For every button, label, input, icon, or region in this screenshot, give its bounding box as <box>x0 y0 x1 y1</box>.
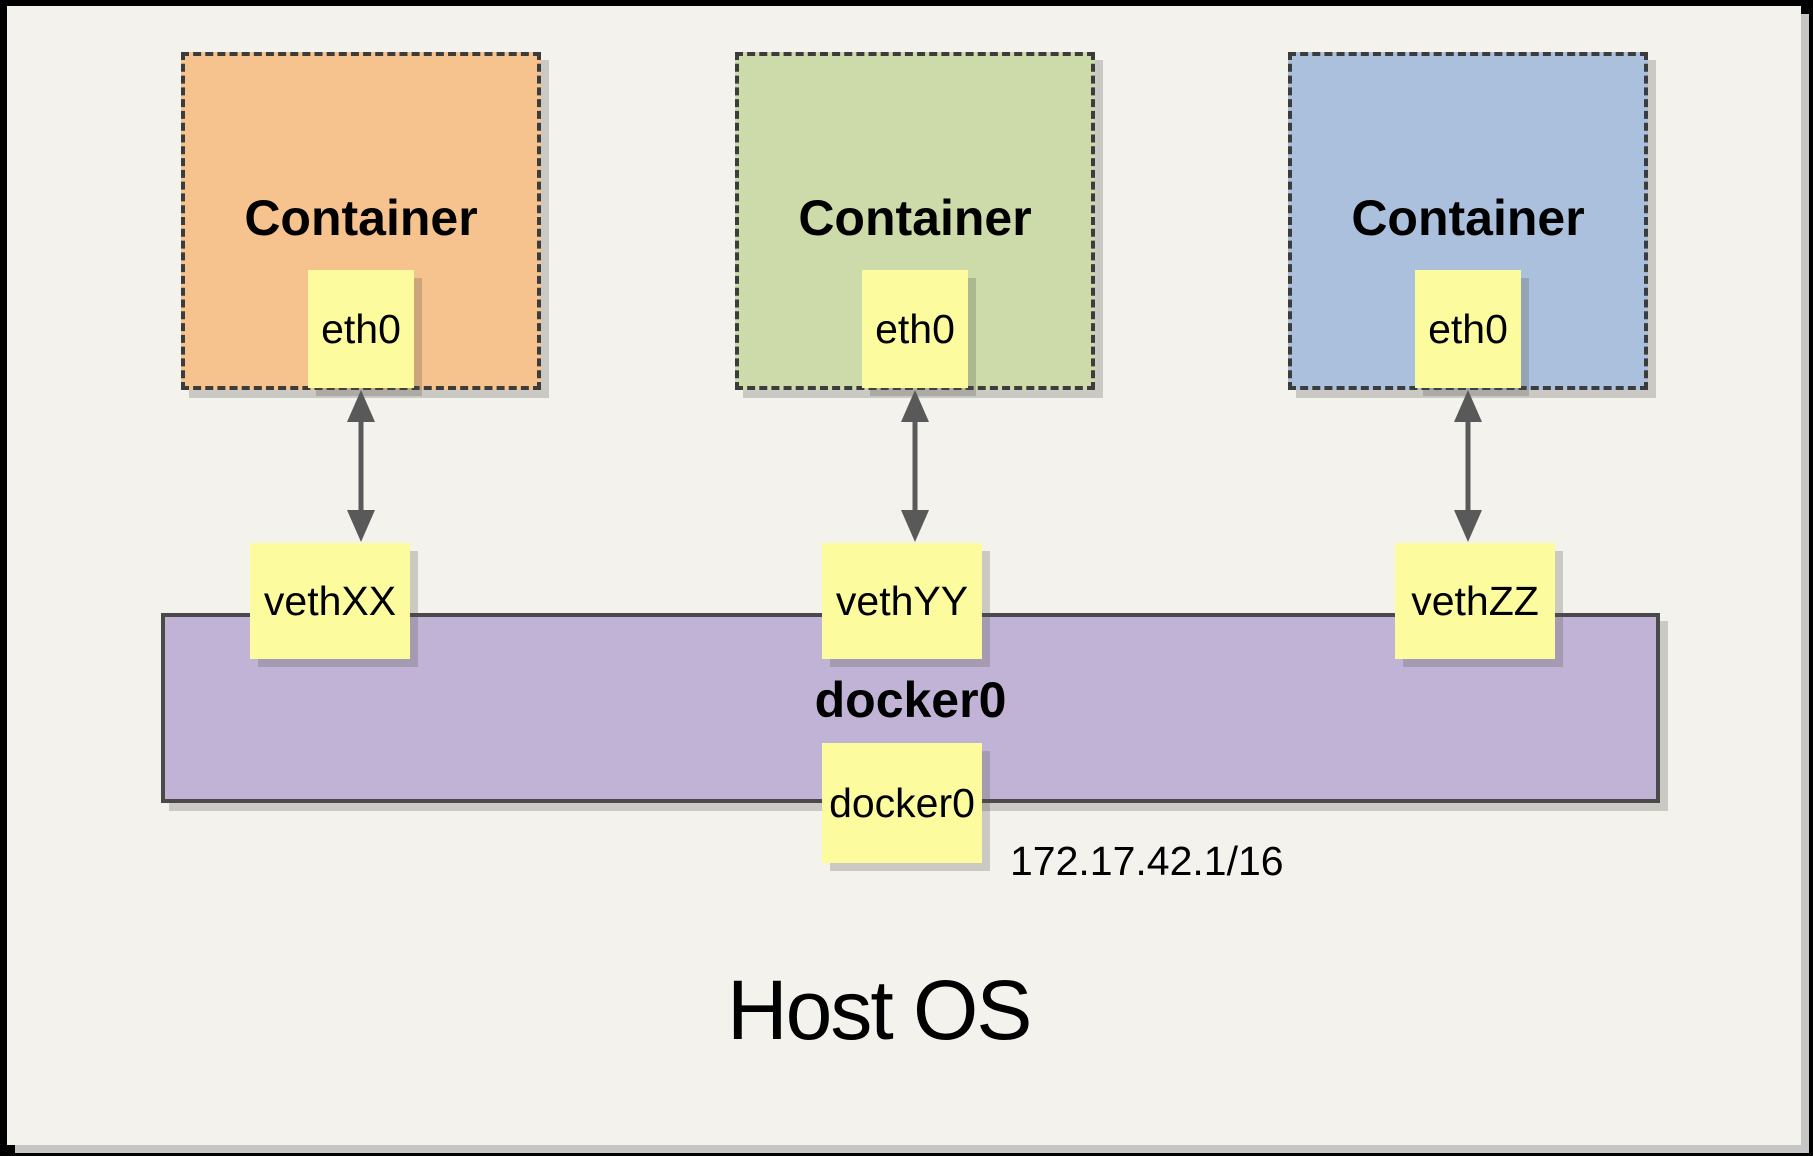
eth0-label: eth0 <box>321 305 401 352</box>
container-label: Container <box>244 190 478 246</box>
eth0-interface-box-3: eth0 <box>1415 270 1521 388</box>
eth0-label: eth0 <box>1428 305 1508 352</box>
eth0-interface-box-2: eth0 <box>862 270 968 388</box>
container-label: Container <box>1351 190 1585 246</box>
double-arrow-icon <box>1454 390 1482 542</box>
double-arrow-icon <box>347 390 375 542</box>
double-arrow-icon <box>901 390 929 542</box>
container-label: Container <box>798 190 1032 246</box>
vethzz-label: vethZZ <box>1411 577 1539 624</box>
vethzz-interface-box: vethZZ <box>1395 543 1555 659</box>
vethxx-interface-box: vethXX <box>250 543 410 659</box>
eth0-interface-box-1: eth0 <box>308 270 414 388</box>
eth0-label: eth0 <box>875 305 955 352</box>
vethyy-label: vethYY <box>835 577 969 624</box>
docker0-bridge-label: docker0 <box>814 672 1007 728</box>
host-os-page: Container Container Container eth0 eth0 … <box>7 6 1801 1145</box>
bridge-ip-address: 172.17.42.1/16 <box>1010 838 1284 884</box>
docker0-interface-label: docker0 <box>829 779 975 826</box>
vethxx-label: vethXX <box>263 577 397 624</box>
vethyy-interface-box: vethYY <box>822 543 982 659</box>
docker0-interface-box: docker0 <box>822 743 982 863</box>
host-os-title: Host OS <box>727 963 1032 1057</box>
